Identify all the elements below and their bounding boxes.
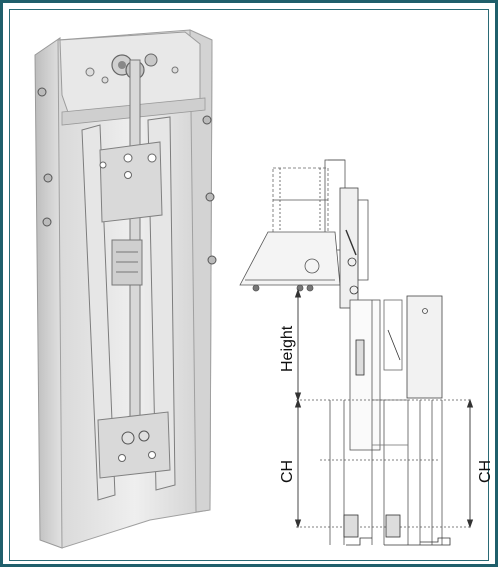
vertical-profile [339,187,359,309]
ch-left-label: CH [279,460,296,483]
door-panel-block [406,295,443,399]
height-label: Height [279,325,296,372]
right-side-flange [189,29,213,513]
ch-left-dimension [294,398,302,529]
sill-profile [343,514,451,546]
lower-carriage-plate [97,411,171,479]
figure-inner-border [9,9,489,561]
left-side-flange [34,37,63,549]
upper-carriage-plate [99,141,163,223]
header-box [272,167,329,241]
side-bolts [37,87,217,265]
ch-right-dimension [466,398,474,529]
door-operator-assembly-render [34,29,217,549]
ch-right-label: CH [477,460,494,483]
hanger-column [349,299,381,451]
left-guide-channel [81,124,116,501]
slotted-block [111,239,143,286]
mounting-bracket [239,231,341,286]
technical-side-view [239,159,474,546]
height-dimension [294,288,302,402]
